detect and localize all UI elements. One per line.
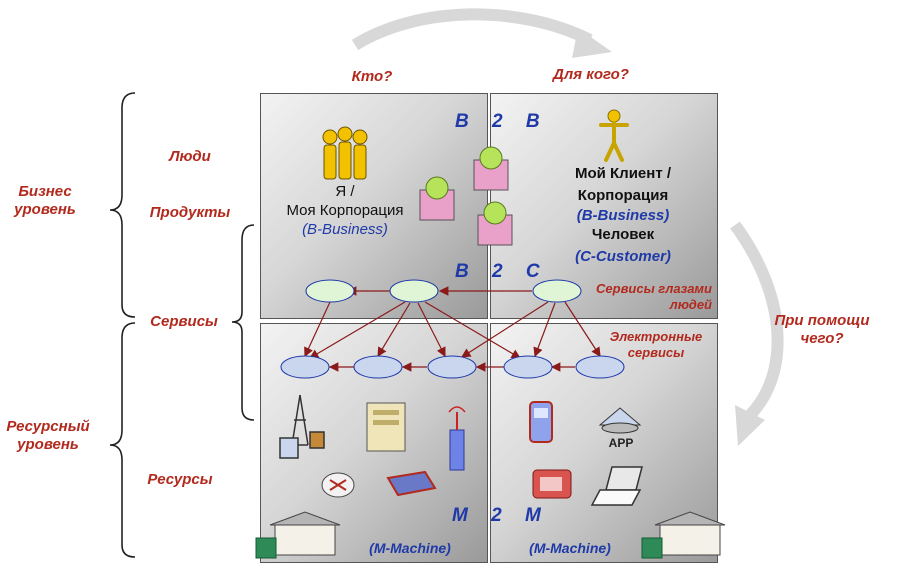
label-by-what: При помощи чего? xyxy=(774,312,870,347)
label-products: Продукты xyxy=(149,204,231,221)
tr-line1: Мой Клиент / xyxy=(574,165,672,182)
label-resources: Ресурсы xyxy=(147,471,213,488)
building-icon xyxy=(255,511,341,559)
bracket-resource xyxy=(109,322,136,558)
label-business-level: Бизнес уровень xyxy=(14,183,76,218)
label-people: Люди xyxy=(169,148,211,165)
tr-text: Мой Клиент / Корпорация (B-Business) Чел… xyxy=(548,163,698,268)
router-icon xyxy=(321,472,355,498)
tag-m2m: M 2 M xyxy=(452,505,550,526)
top-curved-arrow xyxy=(351,8,593,51)
service-node xyxy=(532,279,582,303)
antenna-icon xyxy=(448,406,466,471)
label-resource-level: Ресурсный уровень xyxy=(6,418,90,453)
tr-line2: Корпорация xyxy=(577,187,669,204)
tr-line3: (B-Business) xyxy=(576,207,670,224)
product-box-icon xyxy=(419,146,513,246)
right-curved-arrow xyxy=(730,221,784,425)
e-service-node xyxy=(575,355,625,379)
laptop-icon xyxy=(590,466,643,506)
label-services-people: Сервисы глазами людей xyxy=(596,281,712,312)
radio-tower-icon xyxy=(279,394,325,459)
machine-right: (M-Machine) xyxy=(529,540,611,556)
server-icon xyxy=(366,402,406,452)
network-switch-icon xyxy=(386,470,437,497)
machine-left: (M-Machine) xyxy=(369,540,451,556)
building-icon xyxy=(641,511,726,559)
mobile-phone-icon xyxy=(529,401,553,443)
tr-line5: (C-Customer) xyxy=(575,248,671,265)
label-electronic-services: Электронные сервисы xyxy=(609,329,703,360)
e-service-node xyxy=(503,355,553,379)
tag-b2b: B 2 B xyxy=(455,111,549,132)
app-disc-icon xyxy=(598,407,642,434)
tag-b2c: B 2 C xyxy=(455,261,549,282)
bracket-business xyxy=(109,92,136,318)
service-node xyxy=(389,279,439,303)
person-icon xyxy=(599,109,629,162)
tl-text: Я / Моя Корпорация (B-Business) xyxy=(262,182,428,239)
bracket-services xyxy=(231,224,255,421)
service-node xyxy=(305,279,355,303)
label-services: Сервисы xyxy=(150,313,218,330)
header-for-whom: Для кого? xyxy=(553,66,629,83)
tl-line3: (B-Business) xyxy=(302,221,388,238)
people-group-icon xyxy=(322,126,368,180)
e-service-node xyxy=(427,355,477,379)
e-service-node xyxy=(280,355,330,379)
desk-phone-icon xyxy=(532,469,572,499)
tl-line2: Моя Корпорация xyxy=(286,202,404,219)
e-service-node xyxy=(353,355,403,379)
tl-line1: Я / xyxy=(335,183,355,200)
quadrant-top-right xyxy=(490,93,718,319)
tr-line4: Человек xyxy=(591,226,655,243)
app-label: APP xyxy=(608,436,634,450)
header-who: Кто? xyxy=(351,68,393,85)
